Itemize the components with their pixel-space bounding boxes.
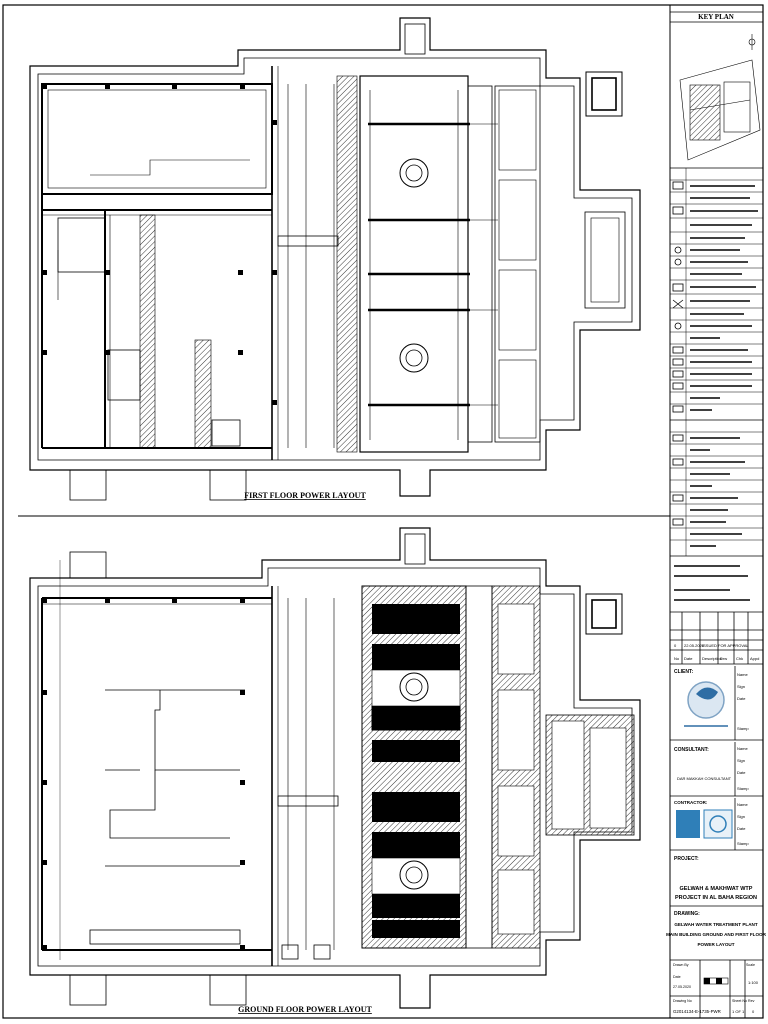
client-field-date: Date (737, 696, 746, 701)
revision-description: ISSUED FOR APPROVAL (702, 643, 749, 648)
drawing-no-label: Drawing No (673, 999, 692, 1003)
rev-value: 0 (752, 1009, 755, 1014)
contractor-field-date: Date (737, 826, 746, 831)
drawing-no-value: G2014134-E-1735-PWR (673, 1009, 721, 1014)
date-value: 27.05.2020 (673, 985, 691, 989)
scale-label: Scale (746, 963, 755, 967)
ground-floor-plan (29, 527, 641, 1009)
sheet-label: Sheet No (732, 999, 747, 1003)
ground-floor-columns (42, 598, 245, 950)
revision-header-appd: Appd (750, 656, 759, 661)
revision-header-date: Date (684, 656, 693, 661)
first-floor-trough-lines (368, 122, 470, 407)
client-logo (684, 681, 728, 727)
first-floor-columns (42, 84, 277, 405)
contractor-label: CONTRACTOR: (674, 800, 708, 805)
title-block-frame (670, 11, 763, 1018)
sheet-value: 1 OF 1 (732, 1009, 745, 1014)
first-floor-plan (29, 17, 641, 501)
key-plan-title: KEY PLAN (698, 13, 734, 21)
drawing-title-line1: GELWAH WATER TREATMENT PLANT (674, 922, 757, 927)
date-label: Date (673, 975, 681, 979)
revision-header-chk: Chk (736, 656, 743, 661)
consultant-field-stamp: Stamp (737, 786, 749, 791)
drawing-label: DRAWING: (674, 911, 700, 917)
revision-header-drw: Drw (720, 656, 727, 661)
consultant-field-name: Name (737, 746, 748, 751)
contractor-logo (676, 809, 733, 839)
drawing-title-line3: POWER LAYOUT (697, 942, 734, 947)
consultant-field-date: Date (737, 770, 746, 775)
client-field-stamp: Stamp (737, 726, 749, 731)
client-field-sign: Sign (737, 684, 745, 689)
revision-header-no: No (674, 656, 680, 661)
drawing-title-line2: MAIN BUILDING GROUND AND FIRST FLOOR (666, 932, 767, 937)
contractor-field-name: Name (737, 802, 748, 807)
rev-label: Rev (748, 999, 755, 1003)
legend-symbols (672, 181, 684, 526)
project-name-line2: PROJECT IN AL BAHA REGION (675, 895, 757, 901)
legend-text-lines (674, 185, 758, 601)
consultant-field-sign: Sign (737, 758, 745, 763)
first-floor-title: FIRST FLOOR POWER LAYOUT (244, 491, 366, 500)
revision-no: 0 (674, 643, 677, 648)
revision-header-description: Description (702, 656, 722, 661)
key-plan-map (679, 34, 761, 161)
contractor-field-sign: Sign (737, 814, 745, 819)
consultant-label: CONSULTANT: (674, 747, 709, 753)
ground-floor-filter-cells (371, 604, 461, 938)
scale-bar (703, 977, 729, 985)
first-floor-wiring (57, 123, 498, 406)
consultant-name: DAR MAKKAH CONSULTANT (677, 776, 732, 781)
revision-date: 22.05.2020 (684, 643, 705, 648)
client-label: CLIENT: (674, 669, 694, 675)
project-name-line1: GELWAH & MAKHWAT WTP (680, 886, 753, 892)
ground-floor-title: GROUND FLOOR POWER LAYOUT (238, 1005, 372, 1014)
legend-table (670, 168, 763, 556)
project-label: PROJECT: (674, 856, 699, 862)
drawn-by-label: Drawn By (673, 963, 689, 967)
ground-floor-wiring (59, 560, 245, 960)
client-field-name: Name (737, 672, 748, 677)
contractor-field-stamp: Stamp (737, 841, 749, 846)
scale-value: 1:100 (748, 980, 759, 985)
